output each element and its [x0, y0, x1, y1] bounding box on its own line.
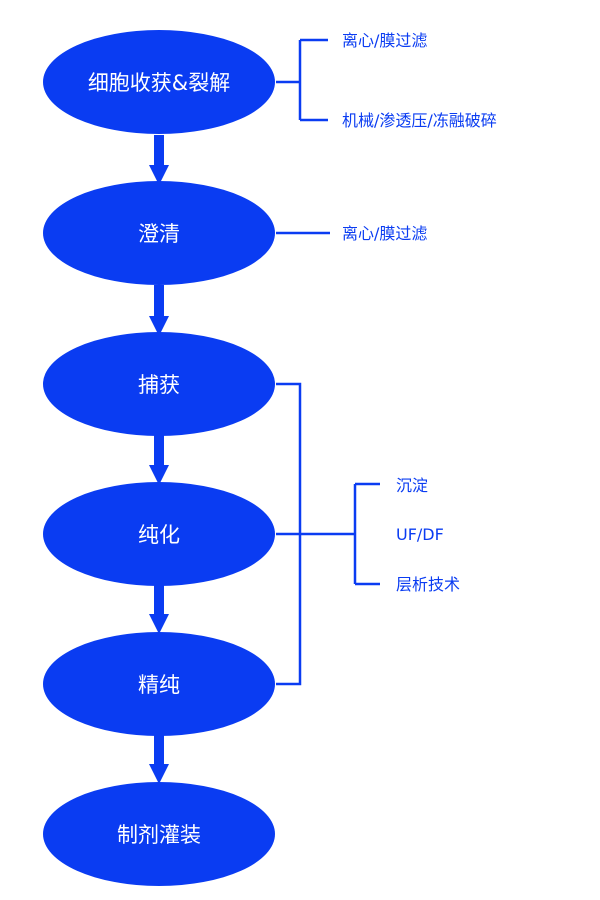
connector-purification-group	[276, 382, 380, 686]
step-purification: 纯化	[43, 482, 275, 586]
arrow-clarify-to-capture	[149, 285, 169, 336]
step-capture: 捕获	[43, 332, 275, 436]
step-label: 纯化	[138, 523, 180, 547]
step-polishing: 精纯	[43, 632, 275, 736]
step-label: 澄清	[138, 222, 180, 246]
step-label: 捕获	[138, 373, 180, 397]
arrow-polish-to-fill	[149, 733, 169, 784]
step-clarification: 澄清	[43, 181, 275, 285]
note-chromatography: 层析技术	[396, 575, 460, 594]
step-harvest-lysis: 细胞收获&裂解	[43, 30, 275, 134]
note-ufdf: UF/DF	[396, 525, 444, 544]
note-clarify-methods: 离心/膜过滤	[342, 224, 427, 243]
step-label: 细胞收获&裂解	[88, 71, 230, 95]
connector-harvest	[276, 38, 328, 122]
arrow-harvest-to-clarify	[149, 135, 169, 185]
arrow-capture-to-purify	[149, 434, 169, 485]
note-harvest-separation: 离心/膜过滤	[342, 31, 427, 50]
arrow-purify-to-polish	[149, 583, 169, 634]
note-precipitation: 沉淀	[396, 476, 428, 495]
step-formulation-fill: 制剂灌装	[43, 782, 275, 886]
note-harvest-lysis-methods: 机械/渗透压/冻融破碎	[342, 111, 497, 130]
step-label: 制剂灌装	[117, 823, 201, 847]
step-label: 精纯	[138, 673, 180, 697]
